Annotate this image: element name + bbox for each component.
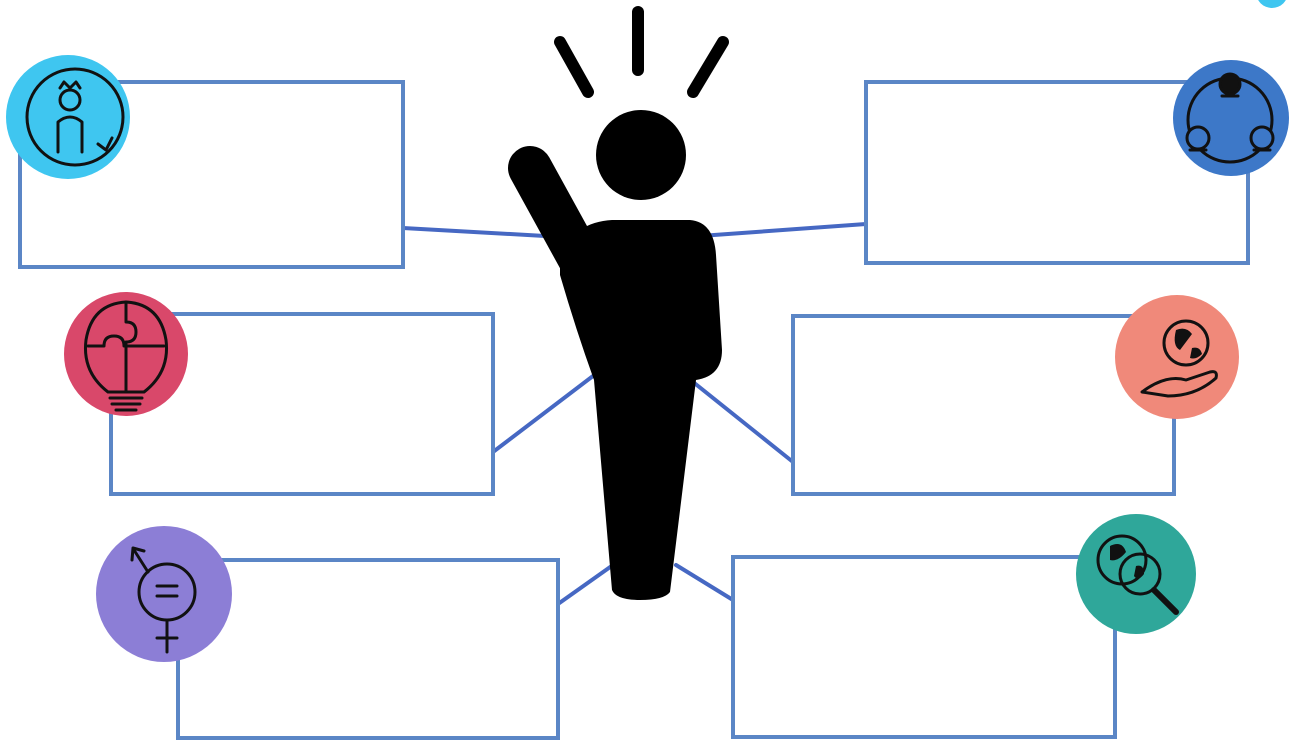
connector-left-1	[403, 228, 545, 236]
partial-circle-decoration	[1256, 0, 1288, 8]
child-growth-cycle-icon	[6, 55, 130, 179]
icon-circle-right-2	[1115, 295, 1239, 419]
text-box-right-3[interactable]	[733, 557, 1115, 737]
connector-left-2	[493, 376, 593, 452]
connector-right-2	[693, 382, 793, 462]
icon-circle-left-3	[96, 526, 232, 662]
puzzle-lightbulb-icon	[64, 292, 188, 416]
gender-equality-icon	[96, 526, 232, 662]
person-raising-hand-idea-icon	[530, 12, 723, 600]
hand-holding-globe-icon	[1115, 295, 1239, 419]
text-box-left-3[interactable]	[178, 560, 558, 738]
people-connected-cycle-icon	[1173, 60, 1289, 176]
connector-right-3	[676, 565, 733, 600]
connector-right-1	[700, 224, 866, 236]
connector-left-3	[558, 565, 613, 604]
globe-magnifier-icon	[1076, 514, 1196, 634]
